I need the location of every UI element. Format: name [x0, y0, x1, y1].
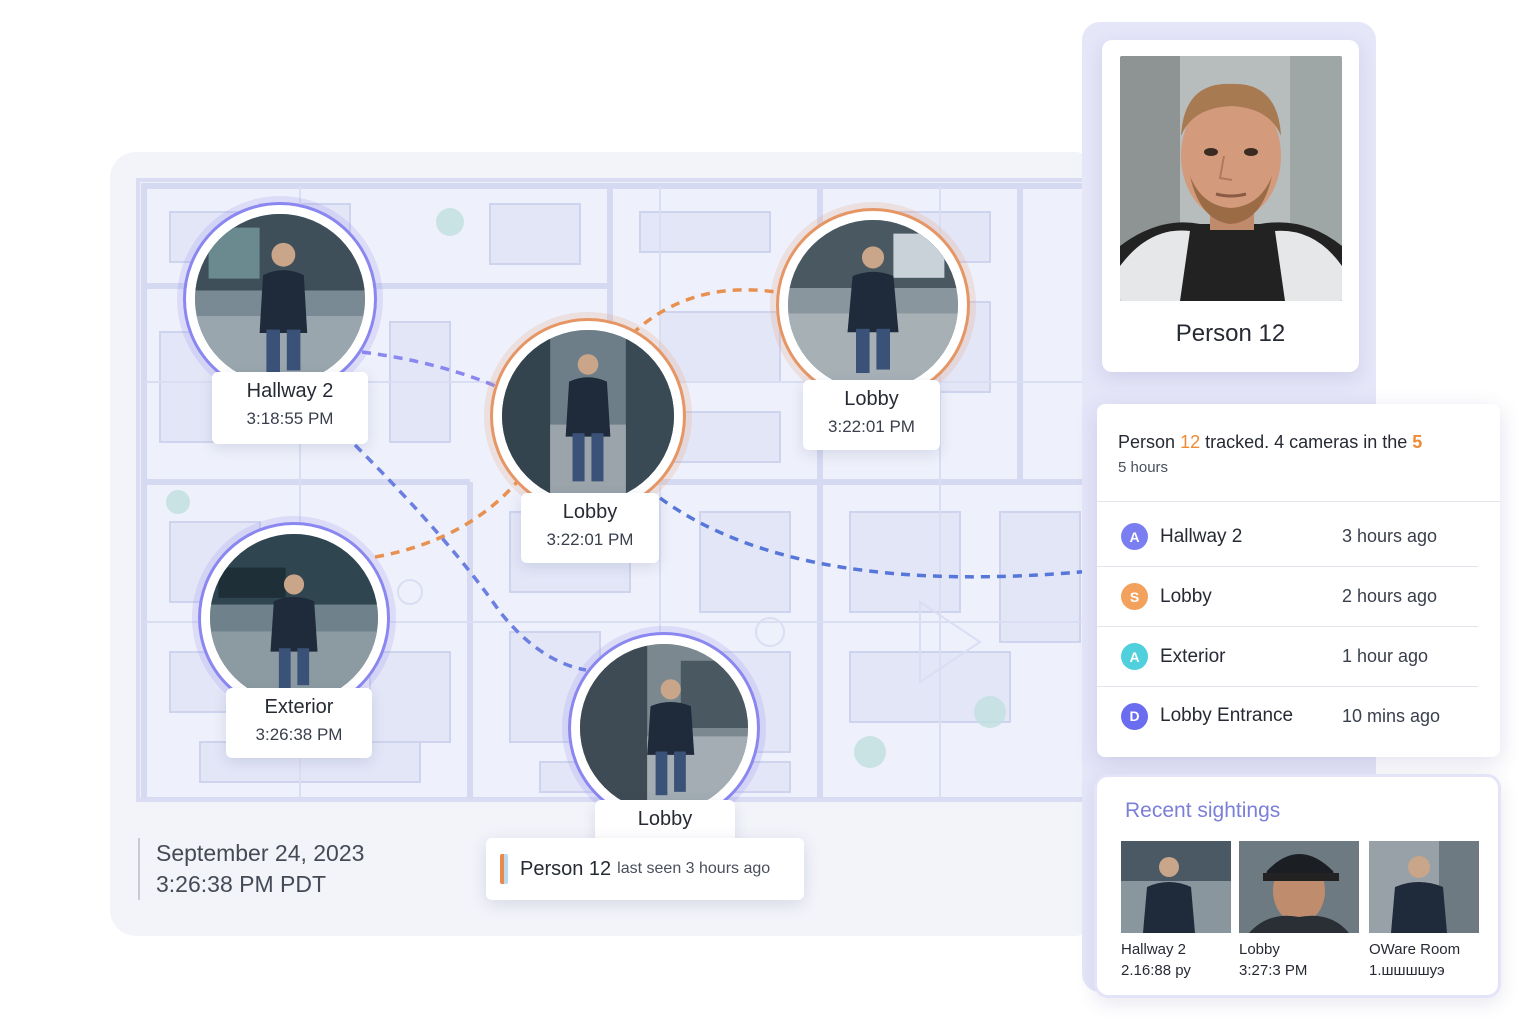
- summary-prefix: Person: [1118, 432, 1176, 452]
- camera-badge-icon: S: [1121, 583, 1148, 610]
- sighting-location: Lobby: [1160, 585, 1212, 607]
- camera-lobby-upper[interactable]: [776, 208, 970, 402]
- summary-person-id: 12: [1180, 432, 1201, 452]
- sighting-image: [1121, 841, 1231, 933]
- recent-sighting-thumbnail[interactable]: Hallway 2 2.16:88 ру: [1121, 841, 1231, 979]
- summary-tracked: tracked.: [1205, 432, 1270, 452]
- camera-label-exterior: Exterior 3:26:38 PM: [226, 688, 372, 758]
- sighting-time-ago: 10 mins ago: [1342, 705, 1441, 726]
- last-seen-status: Person 12 last seen 3 hours ago: [486, 838, 804, 900]
- camera-feed-image: [195, 214, 365, 384]
- recent-sightings-title: Recent sightings: [1125, 799, 1281, 822]
- sighting-location: Hallway 2: [1160, 525, 1243, 547]
- camera-name: Hallway 2: [246, 380, 334, 402]
- camera-time: 3:22:01 PM: [546, 530, 634, 549]
- sighting-time: 1.шшшшуэ: [1369, 962, 1445, 979]
- sighting-time: 3:27:3 PM: [1239, 962, 1308, 979]
- camera-label-lobby-bottom: Lobby: [595, 800, 735, 842]
- date-time-readout: September 24, 2023 3:26:38 PM PDT: [138, 838, 364, 900]
- camera-time: 3:26:38 PM: [255, 725, 343, 744]
- sighting-image: [1369, 841, 1479, 933]
- camera-name: Lobby: [637, 808, 693, 830]
- camera-badge-icon: A: [1121, 523, 1148, 550]
- camera-label-lobby-upper: Lobby 3:22:01 PM: [803, 380, 940, 450]
- person-name: Person 12: [1175, 320, 1286, 347]
- camera-feed-image: [210, 534, 378, 702]
- camera-lobby-center[interactable]: [490, 318, 686, 514]
- camera-name: Exterior: [264, 696, 334, 718]
- sighting-row[interactable]: S Lobby 2 hours ago: [1097, 567, 1478, 627]
- recent-sightings-card: Recent sightings Hallway 2 2.16:88 ру: [1094, 774, 1501, 998]
- person-face-image: [1120, 56, 1342, 301]
- sighting-row[interactable]: D Lobby Entrance 10 mins ago: [1097, 686, 1478, 746]
- sighting-location: Lobby: [1239, 941, 1280, 958]
- person-profile-card[interactable]: Person 12: [1102, 40, 1359, 372]
- recent-sighting-thumbnail[interactable]: Lobby 3:27:3 PM: [1239, 841, 1359, 979]
- sighting-row[interactable]: A Hallway 2 3 hours ago: [1097, 507, 1478, 567]
- camera-feed-image: [788, 220, 958, 390]
- camera-badge-icon: A: [1121, 643, 1148, 670]
- camera-time: 3:22:01 PM: [828, 417, 915, 436]
- time-line: 3:26:38 PM PDT: [156, 871, 327, 897]
- camera-hallway-2[interactable]: [183, 202, 377, 396]
- date-line: September 24, 2023: [156, 840, 365, 866]
- summary-hours-count: 5: [1412, 432, 1423, 452]
- camera-badge-icon: D: [1121, 702, 1148, 730]
- sighting-location: Lobby Entrance: [1160, 705, 1294, 726]
- status-person: Person 12: [520, 857, 612, 880]
- summary-cameras: 4 cameras: [1274, 432, 1359, 452]
- camera-name: Lobby: [562, 501, 618, 523]
- sighting-location: OWare Room: [1369, 941, 1461, 958]
- summary-hours: 5 hours: [1118, 459, 1169, 476]
- camera-feed-image: [502, 330, 674, 502]
- camera-label-lobby-center: Lobby 3:22:01 PM: [521, 493, 659, 563]
- summary-tail: in the: [1363, 432, 1408, 452]
- sighting-time: 2.16:88 ру: [1121, 962, 1191, 979]
- sighting-location: Exterior: [1160, 645, 1226, 667]
- sighting-image: [1239, 841, 1359, 933]
- recent-sighting-thumbnail[interactable]: OWare Room 1.шшшшуэ: [1369, 841, 1479, 979]
- status-text: last seen 3 hours ago: [617, 860, 771, 877]
- camera-lobby-bottom[interactable]: [568, 632, 760, 824]
- sighting-row[interactable]: A Exterior 1 hour ago: [1097, 627, 1478, 687]
- divider: [1097, 501, 1500, 502]
- camera-exterior[interactable]: [198, 522, 390, 714]
- camera-feed-image: [580, 644, 748, 812]
- camera-name: Lobby: [844, 388, 899, 410]
- tracking-summary: Person 12 tracked. 4 cameras in the 5 5 …: [1118, 432, 1480, 476]
- camera-time: 3:18:55 PM: [246, 409, 334, 428]
- tracking-summary-card: Person 12 tracked. 4 cameras in the 5 5 …: [1097, 404, 1500, 757]
- camera-label-hallway-2: Hallway 2 3:18:55 PM: [212, 372, 368, 444]
- sighting-location: Hallway 2: [1121, 941, 1187, 958]
- sighting-time-ago: 2 hours ago: [1342, 586, 1438, 606]
- sighting-time-ago: 3 hours ago: [1342, 526, 1438, 546]
- sighting-time-ago: 1 hour ago: [1342, 646, 1429, 666]
- status-indicator: [500, 854, 508, 884]
